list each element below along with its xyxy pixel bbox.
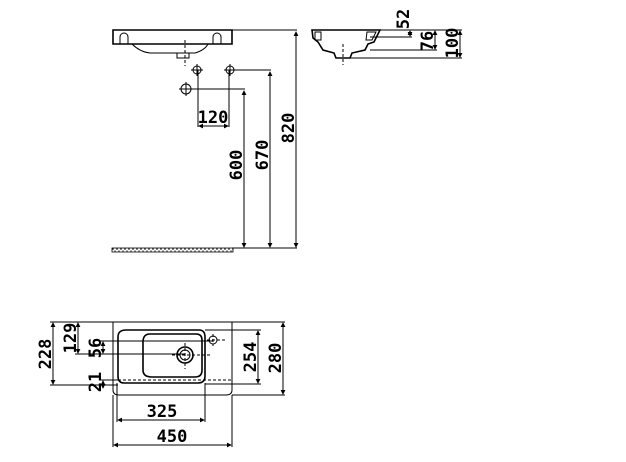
floor-line [111, 247, 234, 253]
dim-228: 228 [36, 339, 56, 370]
basin-slab [112, 29, 233, 45]
front-view: 120 600 670 820 [111, 29, 299, 253]
side-view: 52 76 100 [311, 9, 463, 65]
dim-670: 670 [253, 140, 273, 171]
dim-100: 100 [443, 28, 463, 59]
dim-325: 325 [147, 402, 178, 422]
drain-hole [179, 82, 193, 96]
dim-52: 52 [394, 9, 414, 29]
dim-820: 820 [279, 113, 299, 144]
dim-129: 129 [61, 323, 81, 354]
bowl-profile [131, 43, 209, 54]
basin-outline [112, 321, 233, 396]
dim-56: 56 [86, 338, 106, 358]
dim-254: 254 [241, 342, 261, 373]
dim-120: 120 [198, 108, 229, 128]
dim-21: 21 [86, 372, 106, 392]
dim-600: 600 [227, 150, 247, 181]
dim-280: 280 [266, 343, 286, 374]
dim-76: 76 [418, 31, 438, 51]
plan-view: 228 129 56 21 254 280 325 450 [36, 321, 286, 448]
dim-450: 450 [157, 427, 188, 447]
water-inlet-holes [191, 64, 236, 76]
